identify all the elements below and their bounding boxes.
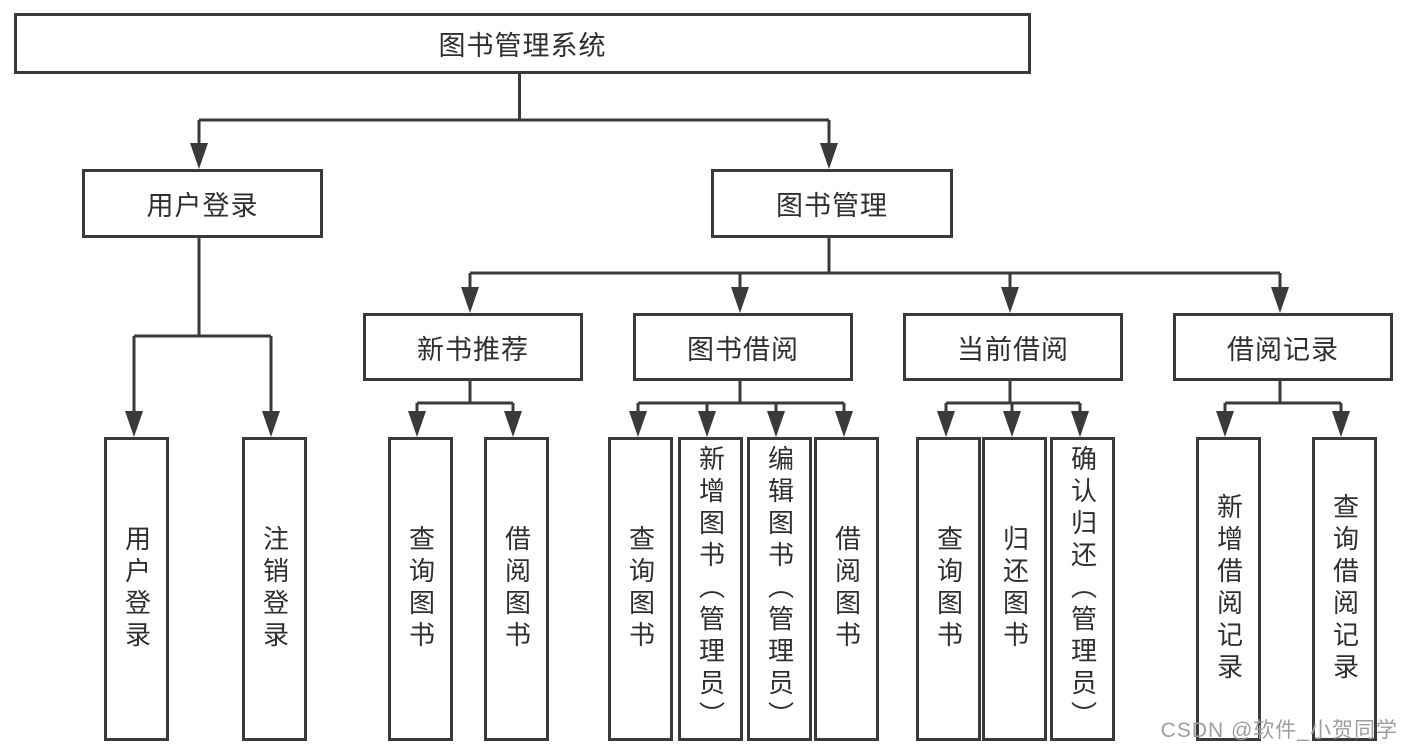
arrowhead-icon [262,411,280,437]
leaf-label: 注销登录 [259,525,290,653]
arrowhead-icon [1271,287,1289,313]
arrowhead-icon [1332,411,1350,437]
arrowhead-icon [1001,287,1019,313]
arrowhead-icon [1003,411,1021,437]
arrowhead-icon [125,411,143,437]
arrowhead-icon [1216,411,1234,437]
leaf-add-book-admin: 新增图书（管理员） [678,437,743,741]
arrowhead-icon [937,411,955,437]
leaf-confirm-return-admin: 确认归还（管理员） [1050,437,1115,741]
node-borrow-records: 借阅记录 [1173,313,1393,381]
node-root: 图书管理系统 [14,13,1031,74]
node-book-management: 图书管理 [711,169,953,238]
leaf-label: 用户登录 [121,525,152,653]
leaf-label: 查询图书 [405,525,436,653]
node-new-book-recommend: 新书推荐 [363,313,583,381]
node-current-borrow: 当前借阅 [903,313,1123,381]
leaf-borrow-books-recommend: 借阅图书 [484,437,549,741]
arrowhead-icon [461,287,479,313]
arrowhead-icon [820,143,838,169]
leaf-edit-book-admin: 编辑图书（管理员） [747,437,812,741]
node-user-login: 用户登录 [82,169,323,238]
leaf-label: 查询图书 [625,525,656,653]
arrowhead-icon [629,411,647,437]
leaf-label: 查询借阅记录 [1329,493,1360,685]
leaf-query-borrow-record: 查询借阅记录 [1312,437,1377,741]
arrowhead-icon [190,143,208,169]
leaf-label: 新增借阅记录 [1213,493,1244,685]
arrowhead-icon [698,411,716,437]
arrowhead-icon [504,411,522,437]
arrowhead-icon [731,287,749,313]
tree-connector-lines [132,68,1343,418]
arrowhead-icon [1071,411,1089,437]
leaf-return-books: 归还图书 [982,437,1047,741]
leaf-label: 查询图书 [933,525,964,653]
leaf-label: 借阅图书 [831,525,862,653]
leaf-label: 编辑图书（管理员） [764,445,795,733]
csdn-watermark: CSDN @软件_小贺同学 [1160,719,1398,742]
leaf-label: 新增图书（管理员） [695,445,726,733]
arrowhead-icon [767,411,785,437]
arrowhead-icon [408,411,426,437]
leaf-query-books-recommend: 查询图书 [388,437,453,741]
leaf-user-login: 用户登录 [104,437,169,741]
leaf-label: 借阅图书 [501,525,532,653]
arrowhead-icon [835,411,853,437]
node-book-borrow: 图书借阅 [633,313,853,381]
leaf-query-books-borrow: 查询图书 [608,437,673,741]
leaf-label: 确认归还（管理员） [1067,445,1098,733]
leaf-query-books-current: 查询图书 [916,437,981,741]
leaf-borrow-books: 借阅图书 [814,437,879,741]
leaf-logout: 注销登录 [242,437,307,741]
leaf-label: 归还图书 [999,525,1030,653]
leaf-add-borrow-record: 新增借阅记录 [1196,437,1261,741]
